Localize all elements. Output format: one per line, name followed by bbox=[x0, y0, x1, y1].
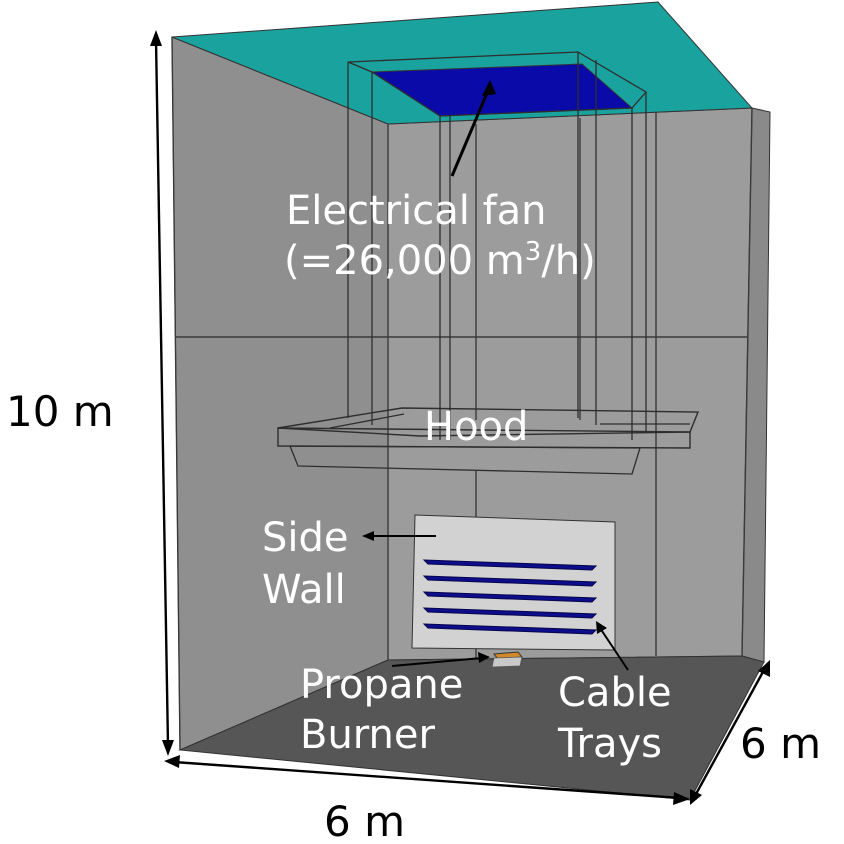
trays-label-line2: Trays bbox=[557, 721, 662, 767]
depth-dimension-label: 6 m bbox=[740, 719, 821, 768]
width-dimension-line bbox=[173, 760, 681, 800]
width-dimension-label: 6 m bbox=[324, 797, 405, 844]
cable-tray bbox=[422, 607, 598, 619]
height-arrow-bottom bbox=[162, 740, 174, 756]
burner-body bbox=[491, 656, 523, 668]
trays-arrowhead bbox=[596, 621, 607, 634]
width-arrow-left bbox=[164, 755, 180, 768]
propane-burner bbox=[491, 651, 523, 668]
wall-grid-lines bbox=[171, 36, 753, 751]
height-dimension-label: 10 m bbox=[6, 387, 114, 436]
hood-top-face bbox=[277, 407, 700, 437]
left-wall-outer-edge bbox=[171, 36, 181, 751]
left-wall bbox=[171, 36, 389, 751]
fan-label-line2: (=26,000 m3/h) bbox=[284, 237, 596, 284]
hood-lower-face bbox=[289, 445, 641, 475]
trays-label-line1: Cable bbox=[558, 670, 672, 716]
depth-arrow-bottom bbox=[690, 789, 702, 805]
depth-dimension-line bbox=[694, 669, 766, 795]
hood-front-face bbox=[277, 427, 691, 449]
trays-leader-line bbox=[599, 627, 629, 671]
depth-arrow-top bbox=[758, 660, 770, 677]
fan-label-line1: Electrical fan bbox=[286, 188, 547, 234]
burner-label-line2: Burner bbox=[300, 712, 435, 758]
hood-label: Hood bbox=[424, 404, 528, 450]
fan-label-flow-prefix: (=26,000 m bbox=[284, 238, 525, 284]
cable-tray bbox=[422, 591, 598, 603]
width-arrow-right bbox=[673, 792, 690, 805]
cable-tray bbox=[422, 575, 598, 587]
burner-leader-line bbox=[391, 657, 483, 667]
exhaust-duct bbox=[347, 51, 648, 440]
height-arrow-top bbox=[150, 30, 162, 46]
hood-inner-edge-1 bbox=[329, 413, 405, 429]
fan-leader-line bbox=[450, 85, 492, 177]
annotation-arrows bbox=[150, 30, 770, 805]
side-wall-label-line1: Side bbox=[262, 515, 349, 561]
height-dimension-line bbox=[154, 39, 170, 747]
hood bbox=[277, 407, 700, 475]
cable-tray bbox=[422, 623, 598, 635]
burner-arrowhead bbox=[478, 652, 490, 663]
back-wall-right-edge bbox=[741, 107, 753, 657]
side-wall-label-line2: Wall bbox=[262, 567, 346, 613]
fan-arrowhead bbox=[482, 80, 496, 96]
fan-label-flow-superscript: 3 bbox=[525, 237, 542, 267]
side-wall-arrowhead bbox=[362, 531, 374, 541]
burner-label-line1: Propane bbox=[300, 662, 463, 708]
cable-trays bbox=[422, 559, 598, 635]
cable-tray bbox=[422, 559, 598, 571]
fan-label-flow-suffix: /h) bbox=[541, 238, 595, 284]
